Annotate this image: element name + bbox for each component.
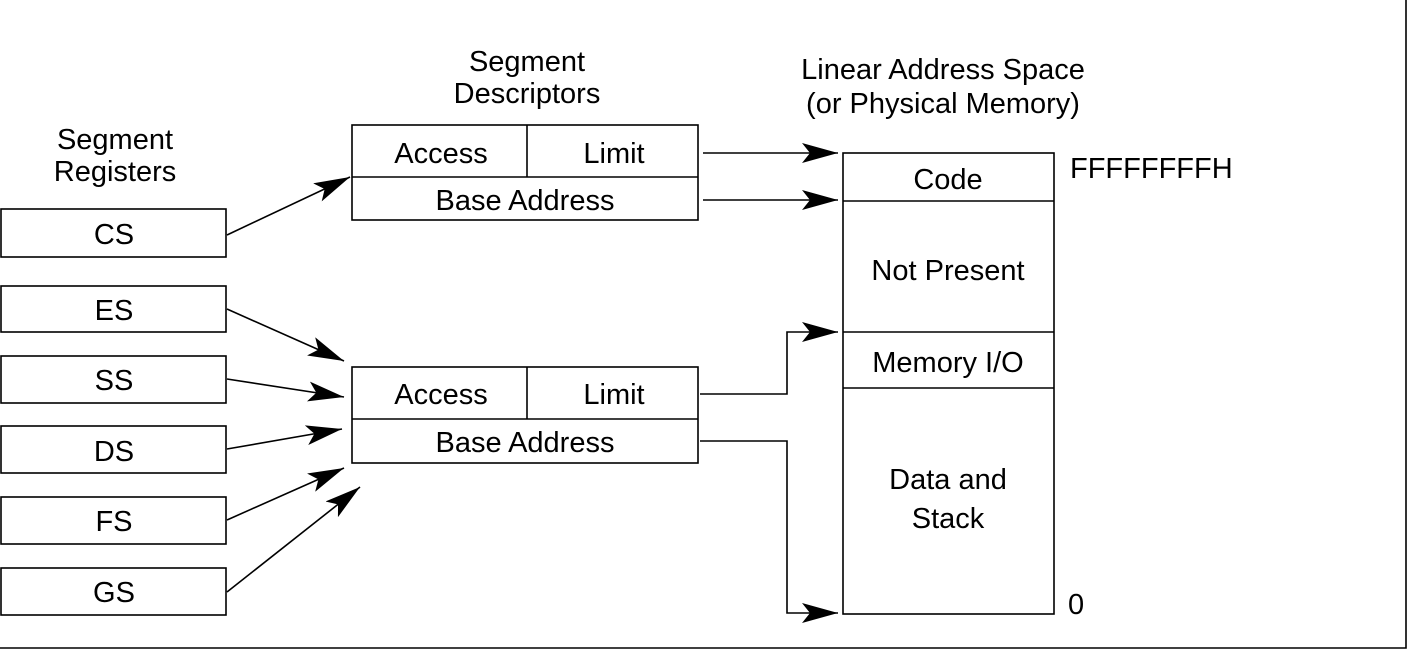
svg-text:FS: FS [95,506,132,538]
descriptor-access-field: Access [394,379,487,411]
svg-text:Descriptors: Descriptors [454,78,601,110]
register-gs: GS [0,567,227,616]
memory-region-code: Code [913,164,982,196]
svg-text:ES: ES [95,295,134,327]
svg-text:(or Physical Memory): (or Physical Memory) [806,88,1080,120]
data-limit-arrow [700,322,838,395]
register-fs: FS [0,496,227,545]
ss-to-descriptor-arrow [226,378,345,402]
register-ss: SS [0,355,227,404]
segment-descriptors-heading: Segment Descriptors [454,46,601,110]
memory-region-memory-io: Memory I/O [872,347,1023,379]
cs-to-descriptor-arrow [226,176,351,236]
descriptor-access-field: Access [394,138,487,170]
descriptor-limit-field: Limit [583,379,644,411]
svg-text:SS: SS [95,365,134,397]
descriptor-base-address-field: Base Address [436,185,615,217]
memory-region-not-present: Not Present [871,255,1024,287]
register-es: ES [0,285,227,333]
svg-text:Data and: Data and [889,464,1007,496]
svg-text:CS: CS [94,219,134,251]
descriptor-limit-field: Limit [583,138,644,170]
code-segment-descriptor: Access Limit Base Address [351,124,699,221]
descriptor-base-address-field: Base Address [436,427,615,459]
ds-to-descriptor-arrow [226,425,343,450]
svg-text:GS: GS [93,577,135,609]
register-cs: CS [0,208,227,258]
segment-registers-heading: Segment Registers [54,124,177,188]
top-address-label: FFFFFFFFH [1070,153,1233,185]
data-base-arrow [700,440,838,623]
linear-address-space-heading: Linear Address Space (or Physical Memory… [801,54,1085,120]
es-to-descriptor-arrow [226,308,345,362]
data-segment-descriptor: Access Limit Base Address [351,366,699,464]
svg-text:Segment: Segment [57,124,173,156]
svg-text:Stack: Stack [912,503,985,535]
gs-to-descriptor-arrow [226,486,361,593]
fs-to-descriptor-arrow [226,467,345,521]
memory-region-data-and-stack: Data and Stack [889,464,1007,535]
register-ds: DS [0,425,227,474]
linear-address-space: Code Not Present Memory I/O Data and Sta… [842,152,1055,615]
bottom-address-label: 0 [1068,589,1084,621]
svg-text:Registers: Registers [54,156,177,188]
svg-text:Linear Address Space: Linear Address Space [801,54,1085,86]
svg-text:Segment: Segment [469,46,585,78]
svg-text:DS: DS [94,436,134,468]
